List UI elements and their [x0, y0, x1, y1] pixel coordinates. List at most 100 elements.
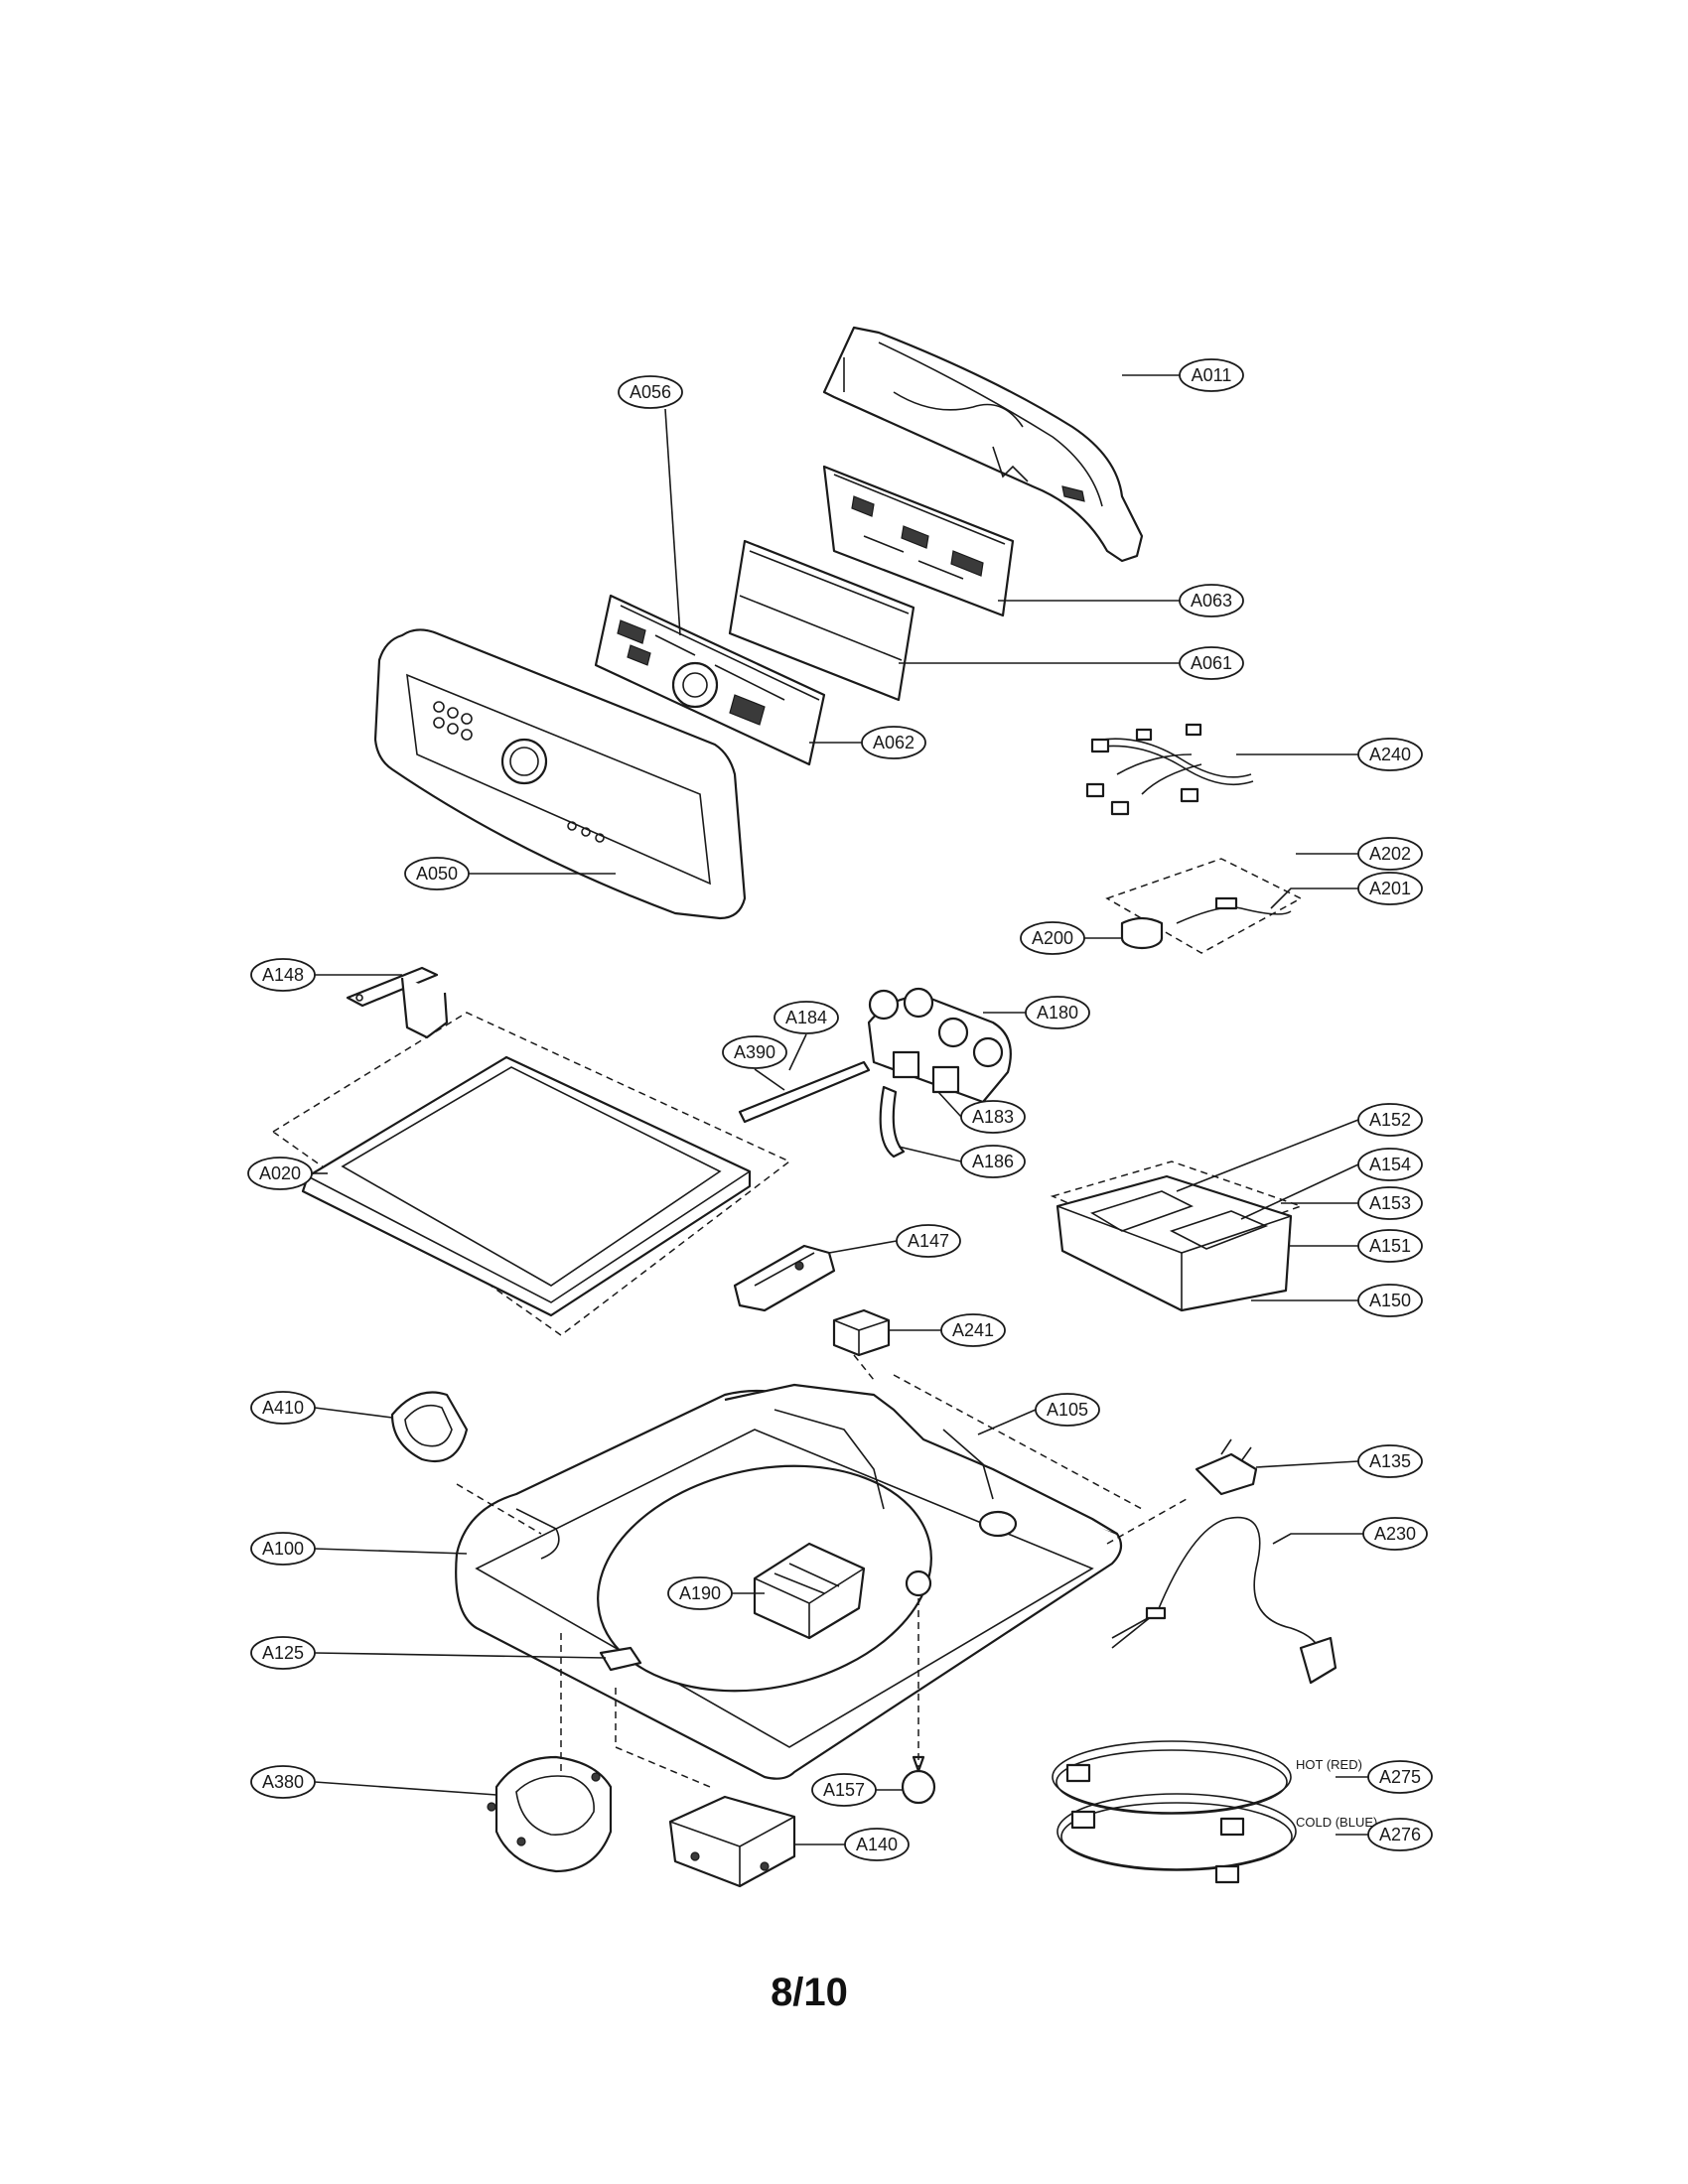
callout-a100: A100 — [250, 1532, 468, 1566]
part-a063-pcb-rear — [822, 465, 1015, 617]
callout-a050: A050 — [404, 857, 616, 890]
callout-oval — [1362, 1517, 1428, 1551]
callout-oval — [250, 1636, 316, 1670]
callout-label: A190 — [679, 1583, 721, 1603]
callout-label: A020 — [259, 1163, 301, 1183]
leader-line — [788, 1033, 807, 1071]
callout-label: A183 — [972, 1107, 1014, 1127]
callout-oval — [1357, 1186, 1423, 1220]
callout-a180: A180 — [983, 996, 1090, 1029]
callout-a147: A147 — [828, 1224, 961, 1258]
callout-a184: A184 — [774, 1001, 839, 1071]
leader-line — [1255, 1460, 1359, 1468]
callout-label: A200 — [1032, 928, 1073, 948]
leader-line — [1272, 1533, 1363, 1545]
callout-oval — [1035, 1393, 1100, 1427]
leader-line — [937, 1091, 962, 1118]
callout-oval — [940, 1313, 1006, 1347]
callout-a186: A186 — [898, 1145, 1026, 1178]
part-a241-block — [832, 1308, 891, 1357]
callout-label: A150 — [1369, 1291, 1411, 1310]
callout-a105: A105 — [977, 1393, 1100, 1435]
callout-a157: A157 — [811, 1773, 904, 1807]
callout-label: A056 — [630, 382, 671, 402]
callout-label: A180 — [1037, 1003, 1078, 1023]
leader-line — [977, 1409, 1037, 1435]
cold-hose-note: COLD (BLUE) — [1296, 1815, 1377, 1830]
callout-oval — [1179, 646, 1244, 680]
callout-label: A390 — [734, 1042, 775, 1062]
callout-label: A011 — [1192, 365, 1232, 385]
part-a125-button — [599, 1646, 642, 1672]
callout-labels: A011A063A061A056A062A050A240A202A201A200… — [247, 358, 1433, 1861]
callout-a056: A056 — [618, 375, 683, 636]
part-a135-clip — [1195, 1438, 1258, 1496]
part-a147-hinge — [733, 1244, 836, 1312]
callout-a154: A154 — [1240, 1148, 1423, 1220]
callout-oval — [844, 1828, 910, 1861]
callout-a151: A151 — [1289, 1229, 1423, 1263]
leader-line — [1176, 1119, 1359, 1192]
callout-oval — [247, 1157, 313, 1190]
part-a140-lid-switch — [668, 1795, 796, 1888]
part-a190-filter — [753, 1542, 866, 1640]
part-a275-a276-inlet-hoses — [1052, 1740, 1297, 1884]
callout-label: A105 — [1047, 1400, 1088, 1420]
part-a230-power-cord — [1111, 1516, 1337, 1685]
callout-oval — [1367, 1760, 1433, 1794]
callout-a241: A241 — [889, 1313, 1006, 1347]
callout-oval — [250, 1391, 316, 1425]
callout-oval — [1357, 1148, 1423, 1181]
callout-label: A140 — [856, 1835, 898, 1854]
part-a148-bracket — [346, 966, 449, 1039]
callout-label: A100 — [262, 1539, 304, 1559]
callout-a275: A275 — [1336, 1760, 1433, 1794]
hot-hose-note: HOT (RED) — [1296, 1757, 1362, 1772]
callout-oval — [1357, 1444, 1423, 1478]
callout-a190: A190 — [667, 1576, 765, 1610]
callout-oval — [1025, 996, 1090, 1029]
callout-a140: A140 — [794, 1828, 910, 1861]
callout-label: A135 — [1369, 1451, 1411, 1471]
callout-label: A275 — [1379, 1767, 1421, 1787]
callout-oval — [1357, 738, 1423, 771]
part-a157-knob — [901, 1755, 936, 1805]
callout-oval — [667, 1576, 733, 1610]
callout-label: A202 — [1369, 844, 1411, 864]
callout-label: A186 — [972, 1152, 1014, 1171]
callout-oval — [1020, 921, 1085, 955]
callout-label: A050 — [416, 864, 458, 884]
callout-label: A063 — [1191, 591, 1232, 611]
callout-oval — [960, 1145, 1026, 1178]
callout-oval — [861, 726, 926, 759]
callout-label: A148 — [262, 965, 304, 985]
callout-oval — [1357, 1229, 1423, 1263]
callout-oval — [250, 1765, 316, 1799]
part-a050-control-panel — [373, 628, 747, 920]
callout-label: A241 — [952, 1320, 994, 1340]
callout-label: A061 — [1191, 653, 1232, 673]
callout-oval — [722, 1035, 787, 1069]
callout-oval — [960, 1100, 1026, 1134]
part-a410-gasket — [390, 1391, 469, 1463]
callout-label: A184 — [785, 1008, 827, 1027]
callout-a240: A240 — [1236, 738, 1423, 771]
part-a061-cover — [728, 539, 915, 702]
leader-line — [314, 1652, 607, 1659]
callout-a380: A380 — [250, 1765, 497, 1799]
callout-a202: A202 — [1296, 837, 1423, 871]
leader-line — [754, 1068, 785, 1091]
callout-oval — [618, 375, 683, 409]
callout-a276: A276 — [1336, 1818, 1433, 1851]
callout-a020: A020 — [247, 1157, 328, 1190]
callout-a410: A410 — [250, 1391, 393, 1425]
part-a240-wire-harness — [1085, 723, 1254, 816]
page-number: 8/10 — [771, 1971, 848, 2014]
callout-a061: A061 — [899, 646, 1244, 680]
callout-a152: A152 — [1176, 1103, 1423, 1192]
callout-a390: A390 — [722, 1035, 787, 1091]
callout-oval — [1357, 1284, 1423, 1317]
callout-label: A380 — [262, 1772, 304, 1792]
callout-label: A153 — [1369, 1193, 1411, 1213]
